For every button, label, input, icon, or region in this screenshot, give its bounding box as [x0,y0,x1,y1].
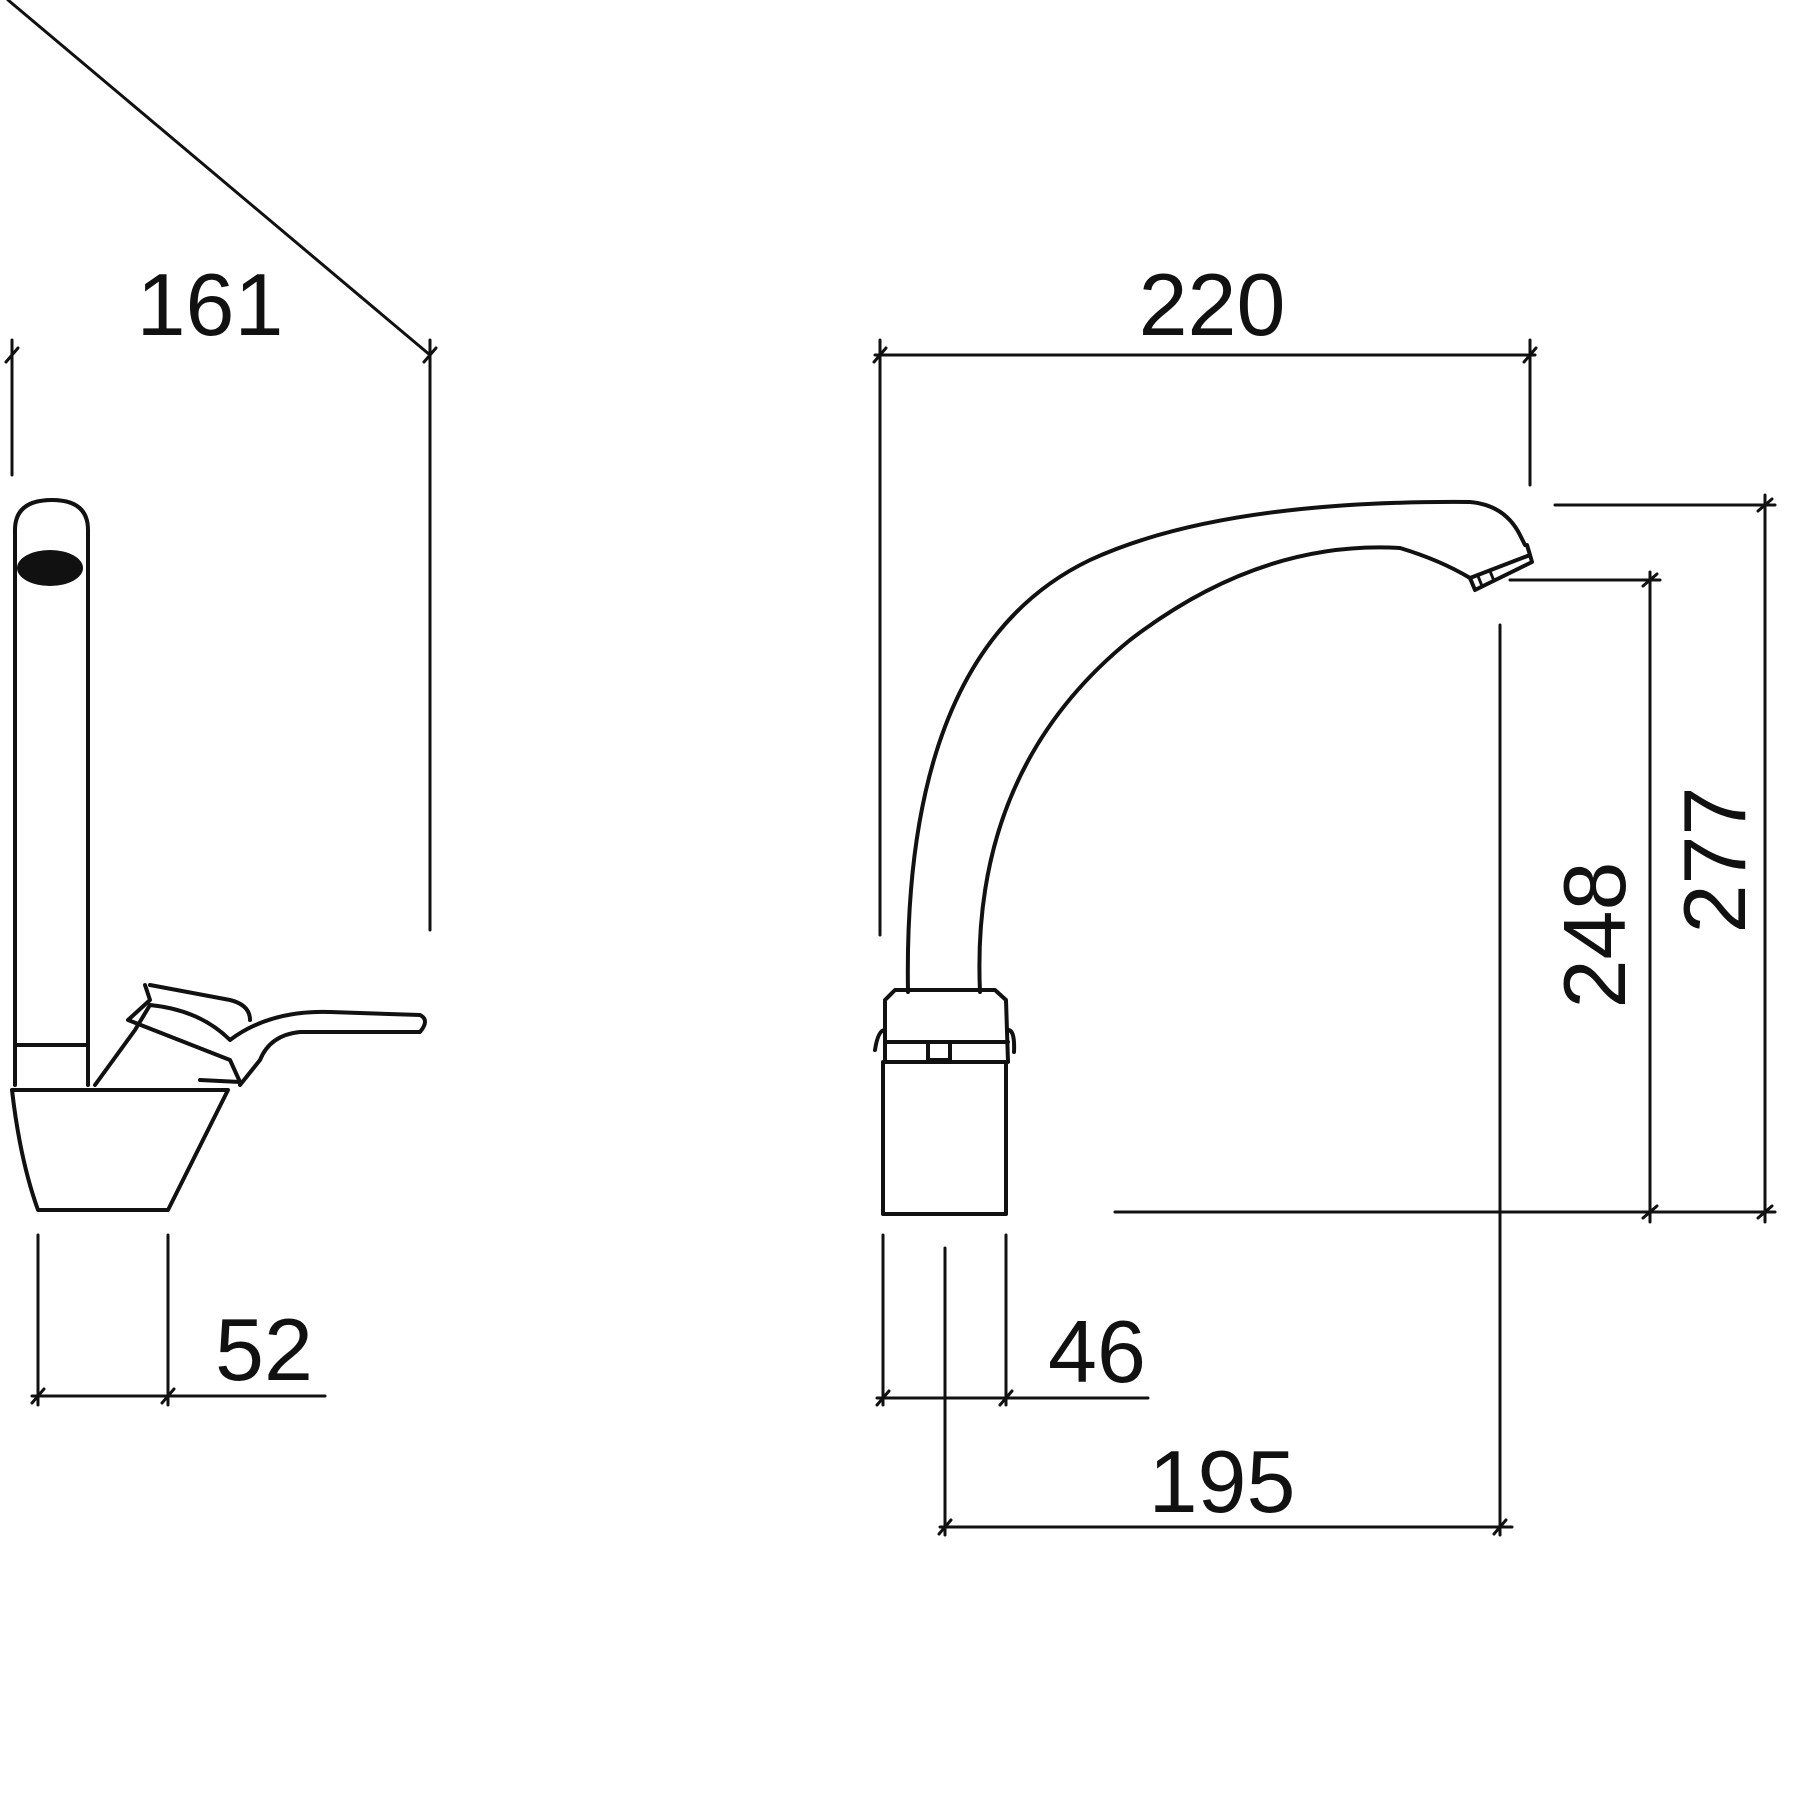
side-view-lever-cap [126,983,242,1084]
dimension-195: 195 [937,623,1514,1537]
side-view-lever-joint [148,983,252,1022]
dimension-195-tick-right [1492,1518,1508,1536]
dimension-248-tick-top [1641,572,1659,588]
front-view-cap-notch [926,1040,952,1062]
dimension-161-label: 161 [137,255,284,354]
side-view-base [10,1088,230,1212]
dimension-46-label: 46 [1048,1302,1146,1401]
dimension-195-label: 195 [1149,1432,1296,1531]
front-view: 220 46 195 248 [872,255,1777,1537]
dimension-161-line [6,0,432,357]
dimension-161: 161 [4,0,438,932]
dimension-195-tick-left [937,1518,953,1536]
front-view-base [881,1060,1008,1216]
dimension-220-label: 220 [1139,255,1286,354]
side-view-column [13,498,90,1087]
dimension-161-tick-right [422,346,438,364]
dimension-220-tick-right [1522,346,1538,364]
dimension-161-tick-left [4,346,20,364]
side-view-lever-handle [93,1003,427,1087]
dimension-220-tick-left [872,346,888,364]
dimension-46: 46 [875,1233,1150,1407]
dimension-52-label: 52 [215,1300,313,1399]
front-view-base-cap [883,988,1010,1064]
dimension-248-label: 248 [1545,862,1644,1009]
dimension-52: 52 [30,1233,327,1407]
dimension-277-tick-bottom [1756,1204,1774,1220]
side-view: 161 52 [4,0,438,1407]
front-view-spout-inner [977,545,1472,994]
dimension-220: 220 [872,255,1538,937]
front-view-spout-outer [905,499,1527,994]
dimension-248: 248 [1508,570,1662,1224]
dimension-277-label: 277 [1665,787,1764,934]
dimension-52-tick-right [160,1387,176,1405]
dimension-46-tick-left [875,1389,891,1407]
front-view-base-cap-rings [873,1028,1017,1054]
side-view-aerator [17,550,83,586]
dimension-248-tick-bottom [1641,1204,1659,1220]
front-view-nozzle-tip [1476,569,1496,588]
dimension-52-tick-left [30,1387,46,1405]
dimension-46-tick-right [998,1389,1014,1407]
dimension-277-tick-top [1756,497,1774,513]
dimension-277: 277 [1553,493,1777,1224]
